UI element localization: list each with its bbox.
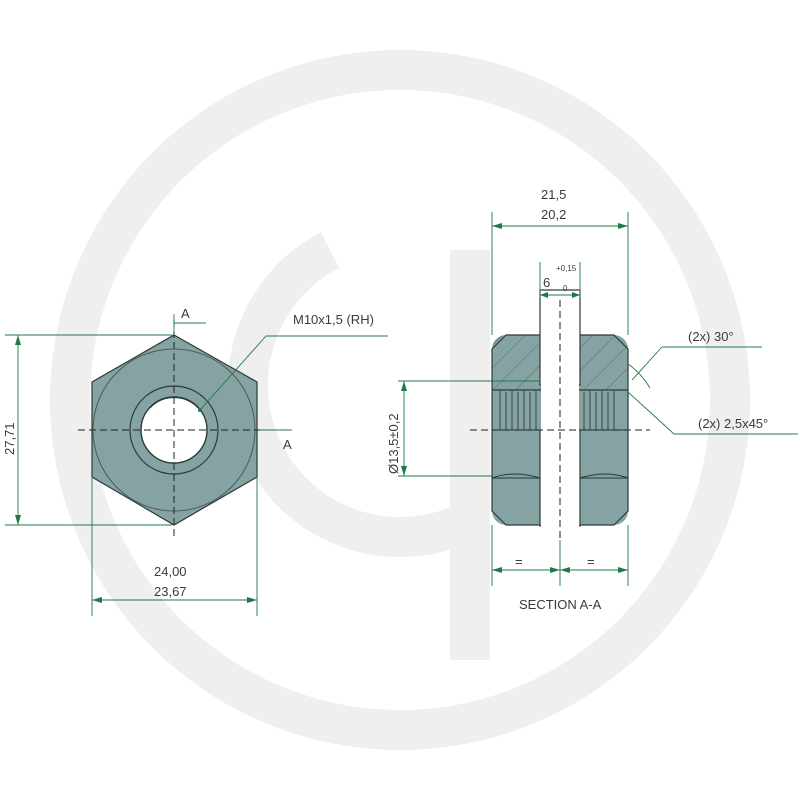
width-dimension: 24,00 23,67 [91, 478, 258, 616]
length-max-label: 21,5 [541, 187, 566, 202]
chamfer-angle-callout: (2x) 30° [627, 329, 762, 389]
height-dim-label: 27,71 [2, 422, 17, 455]
equal-left-label: = [515, 554, 523, 569]
watermark-logo [50, 50, 750, 750]
thread-chamfer-callout: (2x) 2,5x45° [627, 391, 798, 435]
section-arrow-top: A [173, 306, 206, 332]
section-marker-top: A [181, 306, 190, 321]
section-marker-right: A [283, 437, 292, 452]
equal-spacing-dimension: = = [491, 525, 629, 586]
length-min-label: 20,2 [541, 207, 566, 222]
section-arrow-right: A [260, 429, 292, 452]
front-view: A A M10x1,5 (RH) 27,71 [2, 306, 388, 616]
width-max-label: 24,00 [154, 564, 187, 579]
equal-right-label: = [587, 554, 595, 569]
section-view: 21,5 20,2 6 +0,15 0 (2x) 30° (2x) 2,5x45… [386, 187, 798, 612]
slot-tol-upper: +0,15 [556, 264, 577, 273]
collar-diameter-dimension: Ø13,5±0,2 [386, 380, 540, 477]
thread-callout: M10x1,5 (RH) [198, 312, 388, 412]
collar-diameter-label: Ø13,5±0,2 [386, 413, 401, 474]
section-body-outline [491, 334, 629, 526]
width-min-label: 23,67 [154, 584, 187, 599]
height-dimension: 27,71 [2, 334, 172, 526]
chamfer-angle-label: (2x) 30° [688, 329, 734, 344]
slot-tol-lower: 0 [563, 284, 568, 293]
slot-width-label: 6 [543, 275, 550, 290]
thread-callout-label: M10x1,5 (RH) [293, 312, 374, 327]
slot-width-dimension: 6 +0,15 0 [539, 262, 581, 298]
section-caption: SECTION A-A [519, 597, 602, 612]
length-dimension: 21,5 20,2 [491, 187, 629, 335]
thread-chamfer-label: (2x) 2,5x45° [698, 416, 768, 431]
